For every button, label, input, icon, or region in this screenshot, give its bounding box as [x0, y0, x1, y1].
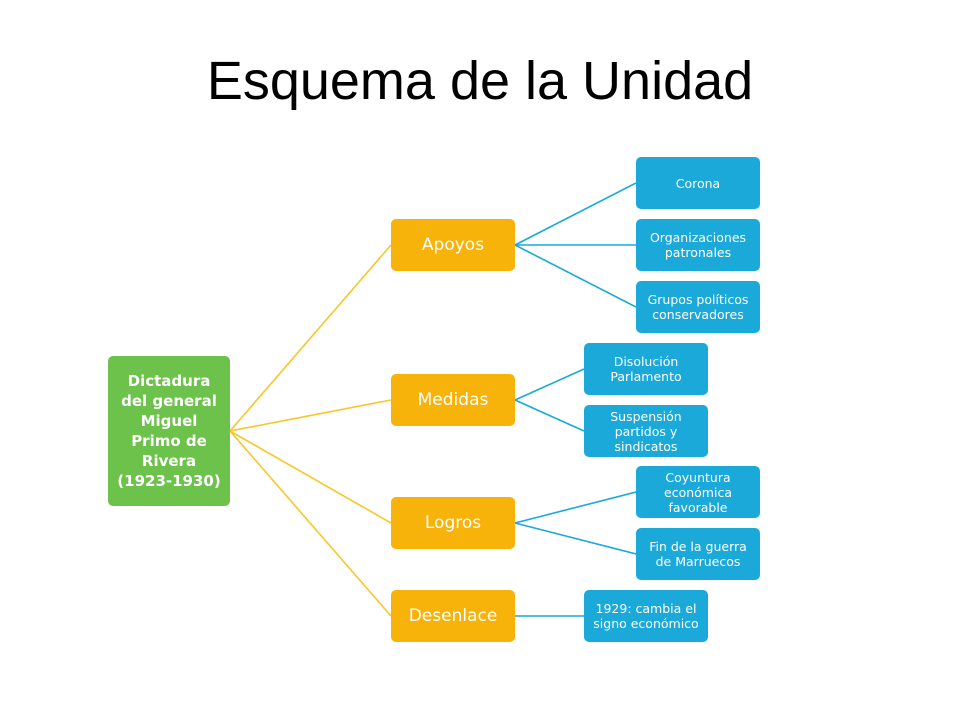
branch-label: Medidas: [417, 390, 489, 410]
connector-logros-marruecos: [514, 522, 637, 555]
leaf-label: Organizaciones patronales: [649, 230, 747, 260]
connector-root-medidas: [229, 399, 392, 432]
leaf-cambio-economico: 1929: cambia el signo económico: [584, 590, 708, 642]
leaf-organizaciones-patronales: Organizaciones patronales: [636, 219, 760, 271]
branch-apoyos: Apoyos: [391, 219, 515, 271]
page-title: Esquema de la Unidad: [206, 51, 754, 111]
root-node: Dictadura del general Miguel Primo de Ri…: [108, 356, 230, 506]
leaf-label: Disolución Parlamento: [610, 354, 682, 384]
leaf-coyuntura-economica: Coyuntura económica favorable: [636, 466, 760, 518]
connector-root-apoyos: [229, 244, 392, 432]
leaf-label: Suspensión partidos y sindicatos: [610, 408, 682, 454]
leaf-label: Coyuntura económica favorable: [664, 469, 732, 515]
leaf-label: Corona: [675, 175, 721, 191]
connector-apoyos-corona: [514, 182, 637, 246]
root-node-label: Dictadura del general Miguel Primo de Ri…: [117, 372, 221, 490]
branch-medidas: Medidas: [391, 374, 515, 426]
leaf-suspension-partidos: Suspensión partidos y sindicatos: [584, 405, 708, 457]
branch-label: Logros: [424, 513, 482, 533]
leaf-disolucion-parlamento: Disolución Parlamento: [584, 343, 708, 395]
branch-label: Desenlace: [408, 606, 498, 626]
leaf-corona: Corona: [636, 157, 760, 209]
branch-logros: Logros: [391, 497, 515, 549]
leaf-label: Grupos políticos conservadores: [647, 292, 749, 322]
connector-root-desenlace: [229, 430, 392, 617]
connector-logros-coyuntura: [514, 491, 637, 524]
leaf-label: 1929: cambia el signo económico: [593, 601, 699, 631]
connector-medidas-disolucion: [514, 368, 585, 401]
leaf-label: Fin de la guerra de Marruecos: [649, 539, 747, 569]
branch-label: Apoyos: [421, 235, 485, 255]
leaf-guerra-marruecos: Fin de la guerra de Marruecos: [636, 528, 760, 580]
branch-desenlace: Desenlace: [391, 590, 515, 642]
connector-root-logros: [229, 430, 392, 524]
leaf-grupos-politicos: Grupos políticos conservadores: [636, 281, 760, 333]
connector-medidas-suspension: [514, 399, 585, 432]
connector-apoyos-grupos: [514, 244, 637, 308]
